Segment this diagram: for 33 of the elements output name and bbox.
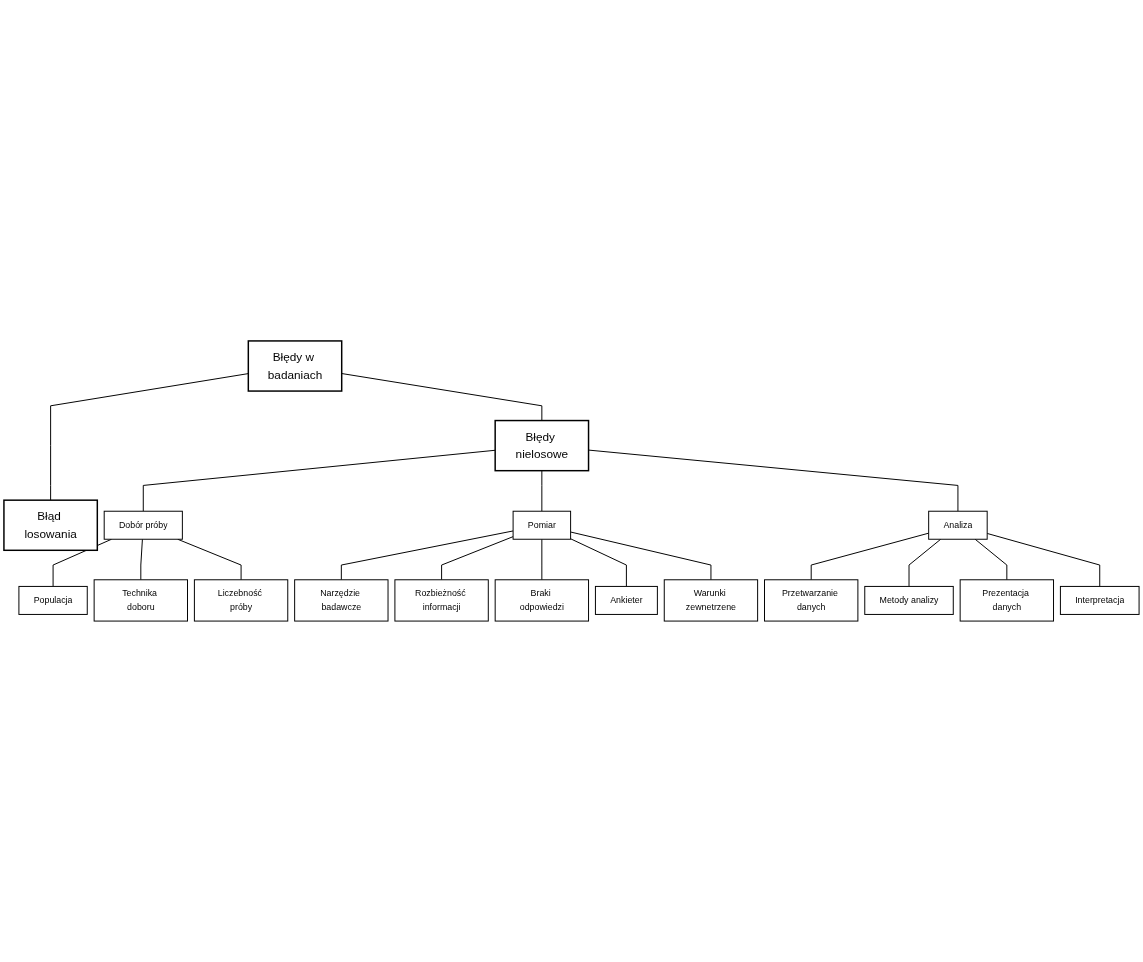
connector — [50, 373, 249, 501]
node-box: Narzędzie badawcze — [294, 579, 389, 622]
connector — [588, 449, 959, 512]
connector — [541, 470, 543, 512]
connector — [986, 532, 1101, 587]
connector — [570, 531, 712, 581]
connector — [441, 536, 514, 581]
node-box: Ankieter — [594, 585, 658, 615]
connector — [341, 373, 543, 422]
node-box: Interpretacja — [1059, 585, 1140, 615]
connector — [541, 538, 543, 581]
node-box: Dobór próby — [103, 510, 183, 540]
connector — [810, 532, 930, 581]
node-box: Rozbieżność informacji — [394, 579, 489, 622]
node-box: Pomiar — [512, 510, 572, 540]
node-box: Błędy w badaniach — [247, 340, 343, 392]
connector — [974, 538, 1008, 581]
node-box: Liczebność próby — [193, 579, 289, 622]
connector — [908, 538, 942, 587]
node-box: Technika doboru — [93, 579, 188, 622]
connector — [570, 538, 627, 587]
connector — [142, 449, 496, 512]
node-box: Przetwarzanie danych — [764, 579, 859, 622]
node-box: Warunki zewnetrzene — [663, 579, 759, 622]
node-box: Metody analizy — [864, 585, 954, 615]
node-box: Prezentacja danych — [959, 579, 1054, 622]
node-box: Braki odpowiedzi — [494, 579, 590, 622]
connector — [140, 538, 143, 581]
node-box: Błędy nielosowe — [494, 419, 590, 472]
node-box: Populacja — [18, 585, 88, 615]
connector — [340, 530, 514, 581]
node-box: Analiza — [928, 510, 988, 540]
node-box: Błąd losowania — [3, 499, 99, 552]
